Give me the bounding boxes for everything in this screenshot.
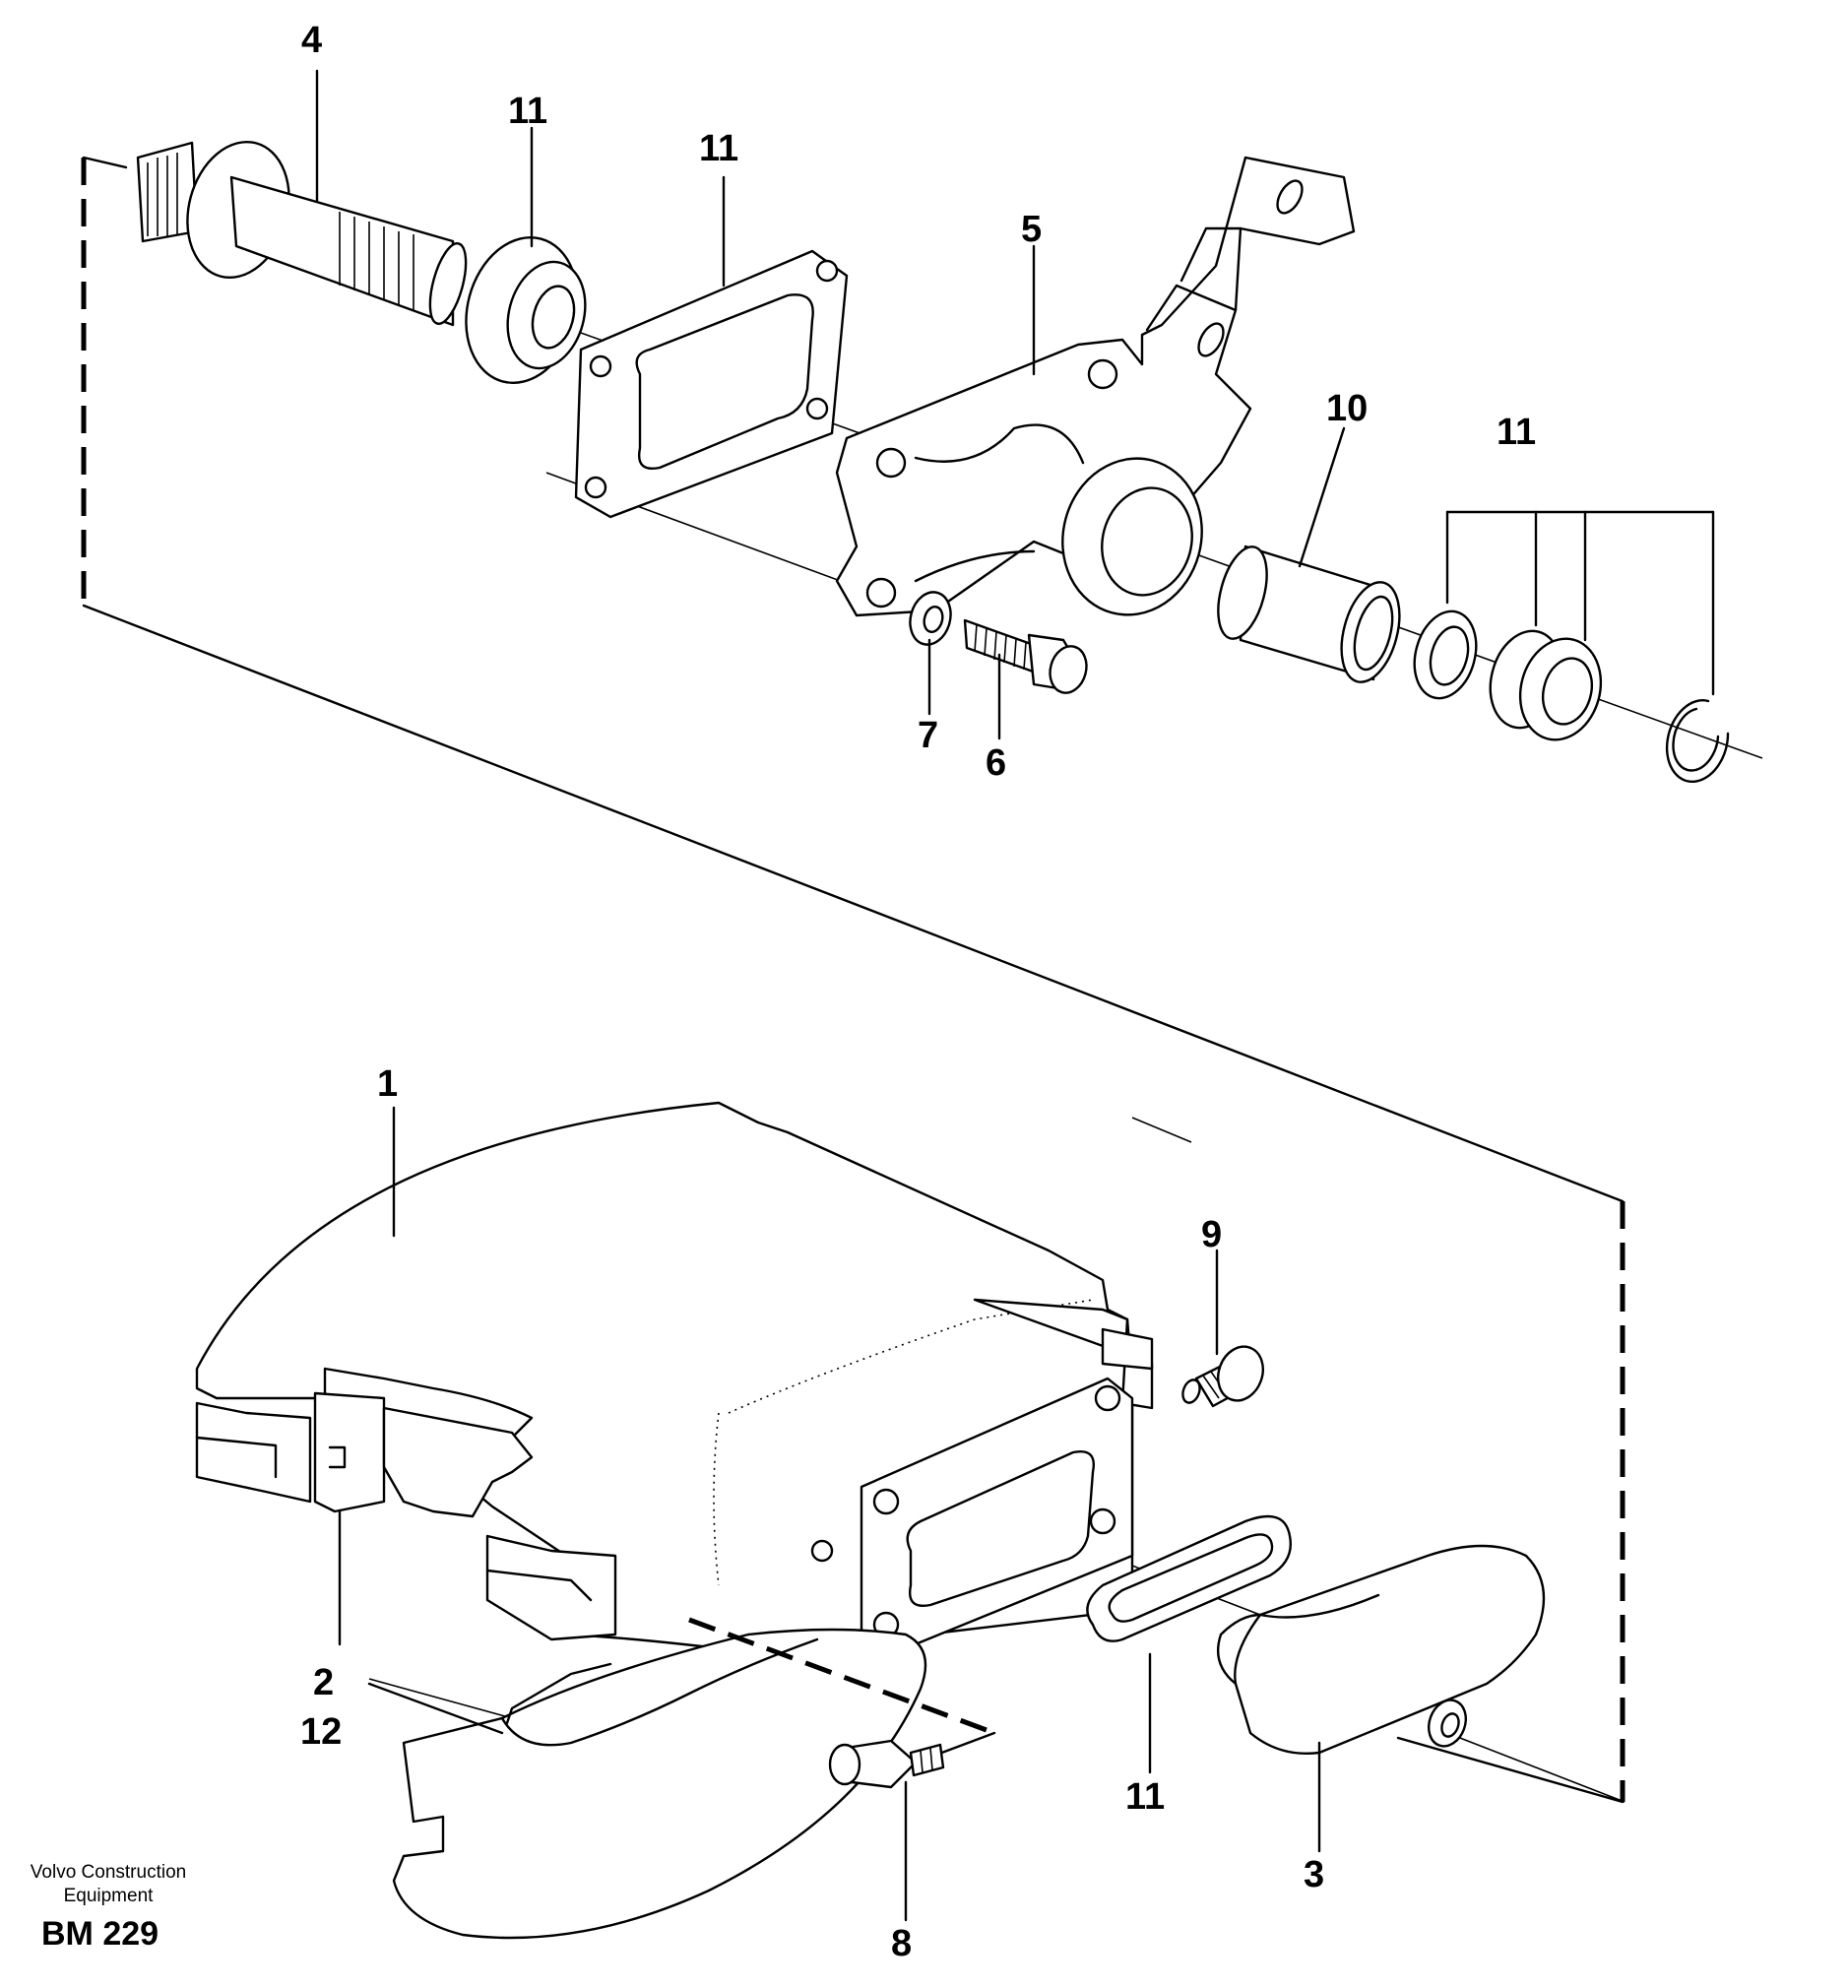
diagram-code: BM 229 [41, 1915, 159, 1953]
callout-2: 2 [313, 1662, 335, 1703]
callout-11-oval-seal: 11 [1125, 1776, 1166, 1818]
callout-12: 12 [300, 1711, 343, 1753]
part-8-grease-nipple [828, 1739, 945, 1789]
callout-10: 10 [1326, 388, 1369, 429]
brand-line-1: Volvo Construction [30, 1862, 187, 1883]
part-7-washer [909, 591, 952, 646]
part-5-bracket-housing [835, 156, 1356, 617]
callout-11-gasket: 11 [699, 128, 739, 169]
part-2-wear-pad [392, 1617, 996, 1940]
callout-11-ring-set: 11 [1497, 412, 1537, 453]
callout-4: 4 [301, 20, 323, 61]
part-11-gasket [574, 249, 849, 519]
part-4-splined-shaft [136, 140, 468, 327]
part-11-oval-seal [1086, 1514, 1292, 1642]
callout-11-seal-ring: 11 [508, 91, 548, 132]
part-3-cap-block [1216, 1544, 1546, 1755]
callout-8: 8 [891, 1923, 913, 1964]
callout-1: 1 [377, 1063, 399, 1105]
part-6-bolt [963, 618, 1088, 694]
callout-7: 7 [918, 715, 939, 756]
part-10-bushing [1217, 545, 1401, 683]
brand-line-2: Equipment [63, 1885, 154, 1906]
callout-9: 9 [1201, 1214, 1223, 1255]
part-9-plug-screw [1181, 1345, 1264, 1408]
leader-lines [315, 69, 1346, 1922]
part-11-seal-ring [465, 235, 587, 385]
callout-5: 5 [1021, 209, 1043, 250]
callout-3: 3 [1304, 1854, 1325, 1895]
assembly-dashed-frame [81, 156, 1625, 1804]
part-11-ring-set [1413, 510, 1730, 784]
callout-6: 6 [986, 742, 1007, 784]
brand-name: Volvo Construction Equipment [10, 1861, 207, 1908]
